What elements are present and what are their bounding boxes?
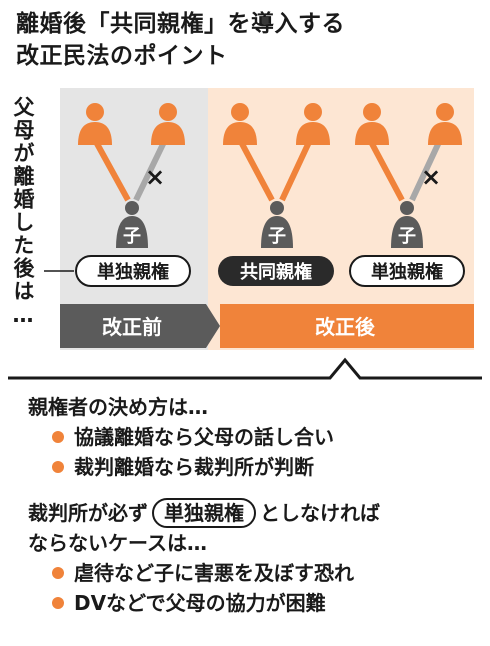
explanation-section: 親権者の決め方は… 協議離婚なら父母の話し合い 裁判離婚なら裁判所が判断 裁判所… (28, 392, 478, 618)
title-line-2: 改正民法のポイント (16, 43, 228, 69)
court-must-item: 虐待など子に害悪を及ぼす恐れ (50, 558, 478, 588)
bullet-dot-icon (52, 461, 64, 473)
sole-child-icon (391, 201, 423, 248)
sole-cut-mark: × (421, 163, 441, 191)
joint-parent-left-line (237, 138, 275, 202)
court-must-question: 裁判所が必ず単独親権としなければ (28, 498, 478, 528)
court-must-item: DVなどで父母の協力が困難 (50, 588, 478, 618)
before-label-band (60, 304, 220, 348)
after-sole-group: × 子 単独親権 (349, 103, 465, 287)
before-label: 改正前 (102, 315, 162, 339)
joint-child-label: 子 (268, 226, 286, 247)
court-must-prefix: 裁判所が必ず (28, 501, 148, 525)
court-must-badge: 単独親権 (152, 498, 256, 528)
before-child-icon (116, 201, 148, 248)
court-must-item-text: DVなどで父母の協力が困難 (74, 591, 326, 615)
sole-custody-badge-label: 単独親権 (371, 261, 443, 283)
sole-parent-right-line (409, 138, 443, 202)
sole-child-label: 子 (398, 226, 416, 247)
how-decided-item: 協議離婚なら父母の話し合い (50, 422, 478, 452)
court-must-suffix: としなければ (260, 501, 380, 525)
before-group: × 子 単独親権 (44, 103, 191, 287)
sole-parent-right-icon (428, 103, 462, 145)
joint-custody-badge-label: 共同親権 (240, 261, 312, 283)
title-line-1: 離婚後「共同親権」を導入する (16, 11, 345, 37)
before-cut-mark: × (145, 163, 165, 191)
how-decided-item-text: 協議離婚なら父母の話し合い (74, 425, 334, 449)
sole-parent-left-line (367, 138, 405, 202)
court-must-line-2: ならないケースは… (28, 531, 207, 555)
side-label: 父母が離婚した後は… (11, 96, 35, 329)
bullet-dot-icon (52, 431, 64, 443)
bullet-dot-icon (52, 597, 64, 609)
before-parent-left-line (92, 138, 131, 202)
how-decided-item: 裁判離婚なら裁判所が判断 (50, 452, 478, 482)
joint-parent-right-line (279, 138, 313, 202)
after-joint-group: 子 共同親権 (218, 103, 334, 286)
how-decided-item-text: 裁判離婚なら裁判所が判断 (74, 455, 314, 479)
before-custody-badge-label: 単独親権 (97, 261, 169, 283)
bullet-dot-icon (52, 567, 64, 579)
sole-parent-left-icon (355, 103, 389, 145)
joint-parent-left-icon (223, 103, 257, 145)
how-decided-question: 親権者の決め方は… (28, 395, 208, 419)
before-child-label: 子 (123, 226, 141, 247)
sole-custody-badge (349, 255, 465, 287)
joint-child-icon (261, 201, 293, 248)
joint-parent-right-icon (296, 103, 330, 145)
joint-custody-badge (218, 256, 334, 286)
custody-diagram: × 子 単独親権 子 共同親権 (8, 88, 482, 380)
court-must-item-text: 虐待など子に害悪を及ぼす恐れ (74, 561, 354, 585)
page-title: 離婚後「共同親権」を導入する 改正民法のポイント (16, 8, 345, 72)
section-divider (8, 357, 482, 380)
before-parent-right-line (133, 138, 168, 202)
before-parent-right-icon (151, 103, 185, 145)
after-label-band (220, 304, 474, 348)
before-custody-badge (75, 255, 191, 287)
after-label: 改正後 (315, 315, 376, 339)
before-parent-left-icon (78, 103, 112, 145)
